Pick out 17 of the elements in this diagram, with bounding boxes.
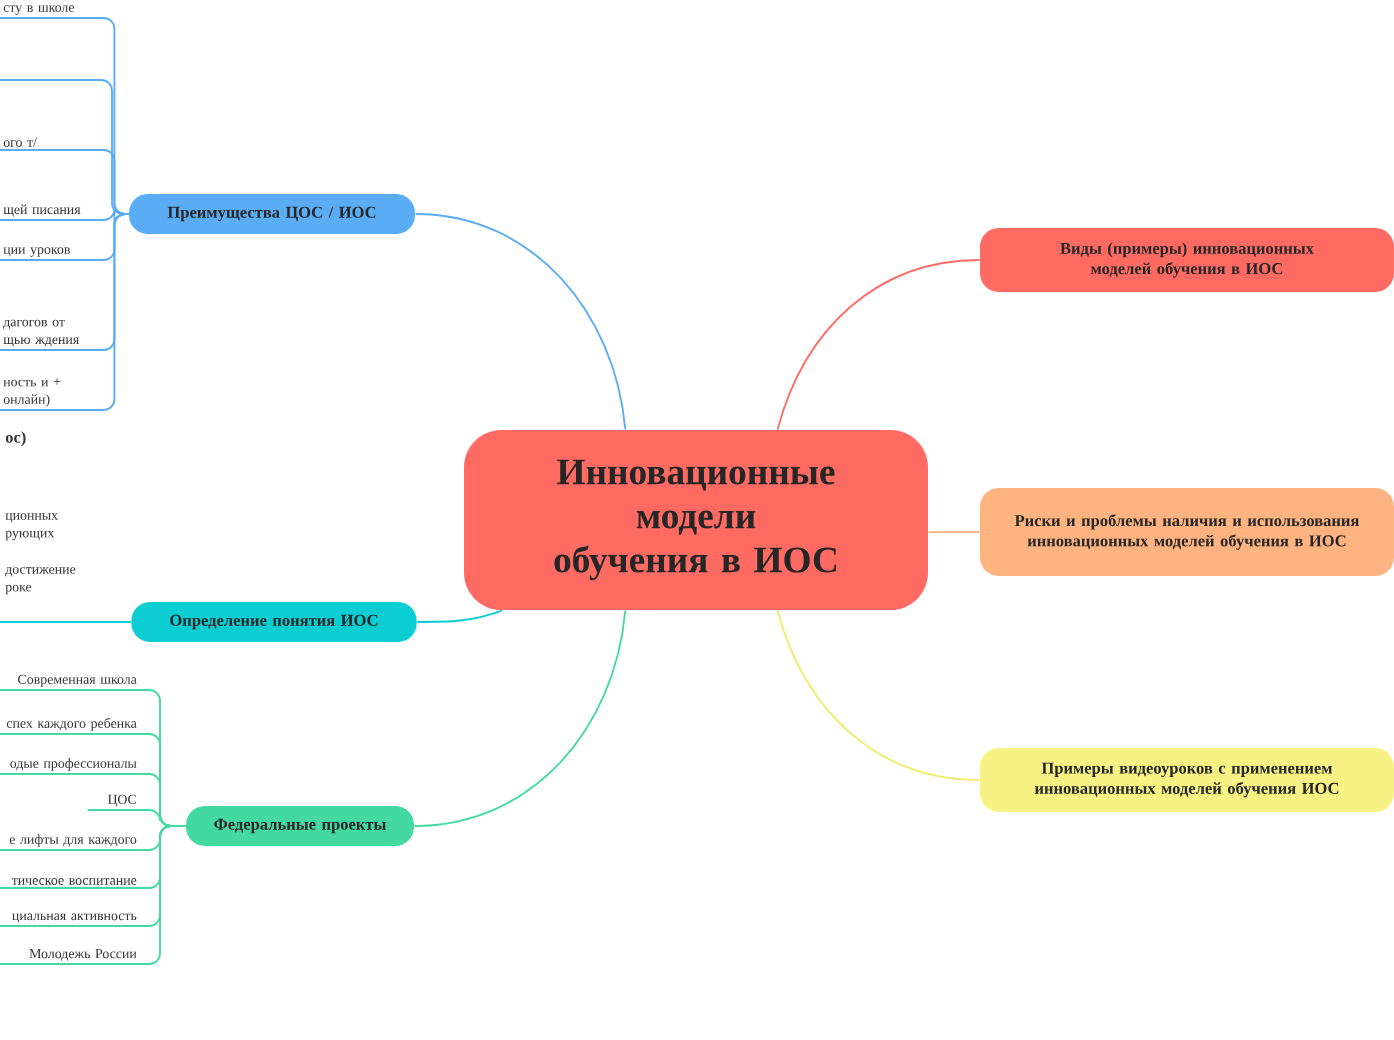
branch-line [416, 609, 503, 623]
topic-box: Примеры видеоуроков с применением инновационных моделей обучения ИОС [980, 748, 1394, 812]
topic-box: Федеральные проекты [186, 806, 414, 846]
branch-line [776, 259, 981, 431]
topic-box: Преимущества ЦОС / ИОС [129, 194, 415, 234]
branch-line [414, 213, 627, 431]
branch-line [413, 609, 627, 827]
connector-line [0, 213, 130, 411]
cut-off-text: ос) [5, 431, 26, 447]
topic-box: Определение понятия ИОС [131, 602, 417, 642]
branch-line [776, 609, 981, 781]
central-topic-box: Инновационные модели обучения в ИОС [464, 430, 928, 610]
topic-box: Виды (примеры) инновационных моделей обучения в ИОС [980, 228, 1394, 292]
connector-line [0, 621, 132, 623]
connector-line [0, 825, 187, 965]
branch-line [927, 531, 981, 534]
topic-box: Риски и проблемы наличия и использования инновационных моделей обучения в ИОС [980, 488, 1394, 576]
